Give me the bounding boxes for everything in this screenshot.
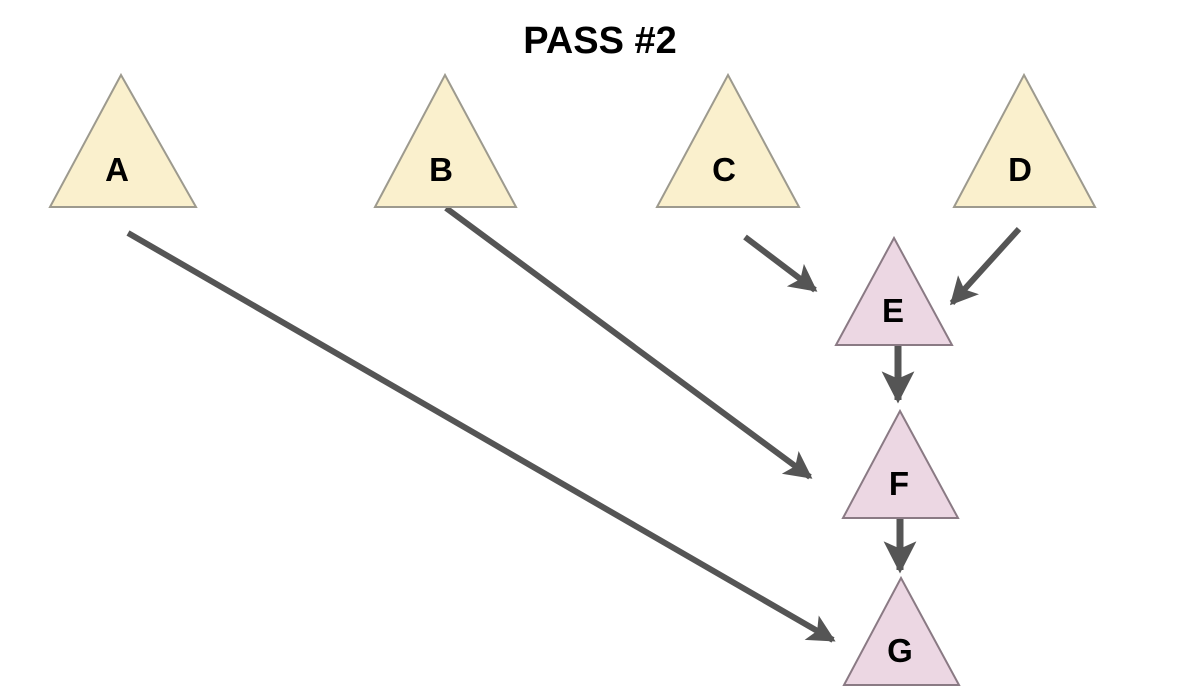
edge-b-f bbox=[444, 205, 813, 480]
node-label-f: F bbox=[889, 465, 909, 502]
node-label-a: A bbox=[105, 151, 129, 188]
node-triangle-a[interactable] bbox=[48, 72, 198, 208]
node-label-d: D bbox=[1008, 151, 1032, 188]
node-triangle-f[interactable] bbox=[841, 408, 960, 519]
edge-arrow-c-e bbox=[743, 234, 818, 293]
node-d[interactable]: D bbox=[952, 72, 1097, 208]
edge-arrow-b-f bbox=[444, 205, 813, 480]
edge-c-e bbox=[743, 234, 818, 293]
node-f[interactable]: F bbox=[841, 408, 960, 519]
edge-arrow-d-e bbox=[949, 226, 1022, 306]
edge-a-g bbox=[126, 230, 836, 643]
node-triangle-c[interactable] bbox=[655, 72, 801, 208]
node-e[interactable]: E bbox=[834, 235, 954, 346]
node-label-c: C bbox=[712, 151, 736, 188]
node-label-b: B bbox=[429, 151, 453, 188]
node-a[interactable]: A bbox=[48, 72, 198, 208]
node-c[interactable]: C bbox=[655, 72, 801, 208]
node-triangle-b[interactable] bbox=[373, 72, 518, 208]
edge-d-e bbox=[949, 226, 1022, 306]
edge-arrow-a-g bbox=[126, 230, 836, 643]
node-triangle-e[interactable] bbox=[834, 235, 954, 346]
node-g[interactable]: G bbox=[842, 575, 961, 686]
node-triangle-g[interactable] bbox=[842, 575, 961, 686]
nodes-layer: A B C D E F G bbox=[48, 72, 1097, 686]
page-title: PASS #2 bbox=[523, 20, 676, 62]
node-label-g: G bbox=[887, 632, 913, 669]
node-label-e: E bbox=[882, 292, 904, 329]
node-triangle-d[interactable] bbox=[952, 72, 1097, 208]
node-b[interactable]: B bbox=[373, 72, 518, 208]
edges-layer bbox=[126, 205, 1022, 643]
